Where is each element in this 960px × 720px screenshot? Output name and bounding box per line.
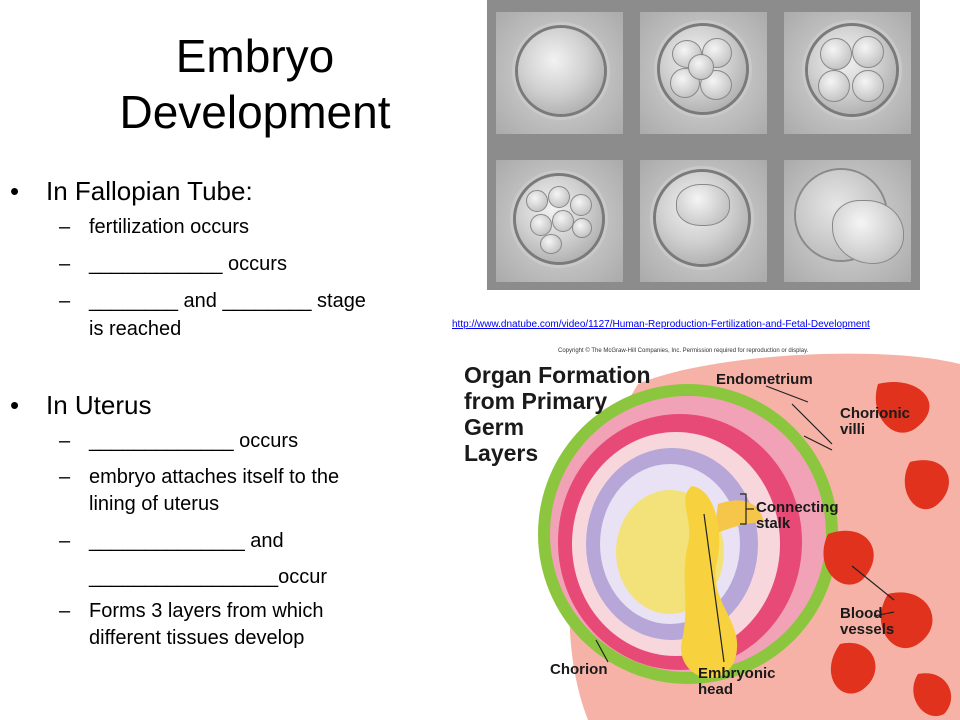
embryo-stages-photo [487, 0, 920, 290]
label-endometrium: Endometrium [716, 371, 813, 388]
source-link[interactable]: http://www.dnatube.com/video/1127/Human-… [452, 319, 870, 330]
sub-bullet: –embryo attaches itself to the [59, 466, 340, 488]
label-chorionic-villi: Chorionic villi [840, 405, 910, 438]
sub-bullet: –________ and ________ stage [59, 290, 366, 312]
sub-bullet-continuation: lining of uterus [89, 493, 220, 515]
sub-bullet: –fertilization occurs [59, 216, 250, 238]
sub-bullet: –_____________ occurs [59, 430, 299, 452]
label-embryonic-head: Embryonic head [698, 665, 776, 698]
bullet-dot: • [10, 176, 20, 206]
embryo-body [681, 486, 738, 679]
stage-hatching-blastocyst [784, 160, 911, 282]
stage-8-cell [640, 12, 767, 134]
blood-vessel [875, 382, 930, 433]
sub-bullet-continuation: _________________occur [89, 566, 327, 588]
organ-formation-diagram: Copyright © The McGraw-Hill Companies, I… [448, 344, 960, 720]
bullet-uterus: • In Uterus [10, 390, 152, 420]
diagram-illustration [538, 353, 960, 720]
sub-bullet-continuation: different tissues develop [89, 627, 305, 649]
sub-bullet: –Forms 3 layers from which [59, 600, 324, 622]
title-line-1: Embryo [175, 30, 335, 82]
title-line-2: Development [119, 86, 391, 138]
sub-bullet-continuation: is reached [89, 318, 182, 340]
stage-morula-early [784, 12, 911, 134]
bullet-fallopian-tube: • In Fallopian Tube: [10, 176, 253, 206]
stage-morula [496, 160, 623, 282]
label-chorion: Chorion [550, 661, 608, 678]
label-blood-vessels: Blood vessels [840, 605, 895, 638]
sub-bullet: –______________ and [59, 530, 284, 552]
sub-bullet: –____________ occurs [59, 253, 287, 275]
diagram-copyright: Copyright © The McGraw-Hill Companies, I… [558, 348, 809, 354]
bullet-dot: • [10, 390, 20, 420]
label-connecting-stalk: Connecting stalk [756, 499, 839, 532]
slide-title: Embryo Development [40, 28, 470, 140]
stage-zygote [496, 12, 623, 134]
stage-blastocyst [640, 160, 767, 282]
diagram-title: Organ Formation from Primary Germ Layers [464, 362, 651, 466]
